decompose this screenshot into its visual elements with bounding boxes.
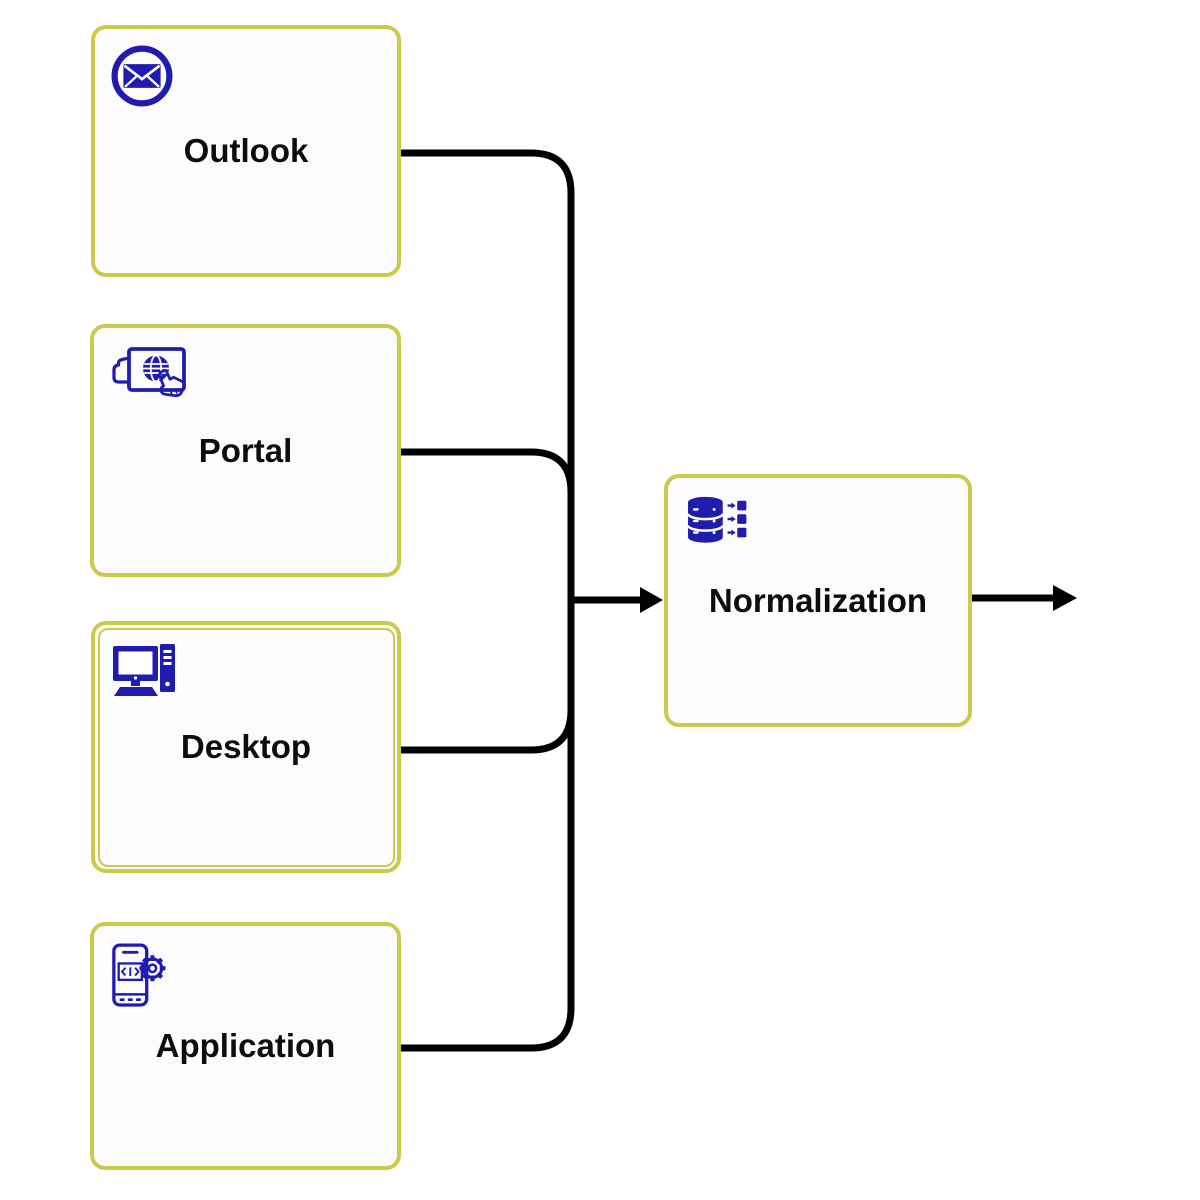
desktop-computer-icon xyxy=(111,641,181,699)
edge-desktop xyxy=(401,709,575,754)
edge-portal xyxy=(401,448,575,493)
node-desktop: Desktop xyxy=(91,621,401,873)
node-label: Normalization xyxy=(708,581,928,619)
node-application: Application xyxy=(90,922,401,1170)
arrowhead-output xyxy=(1053,585,1077,611)
node-portal: Portal xyxy=(90,324,401,577)
node-outlook: Outlook xyxy=(91,25,401,277)
node-label: Portal xyxy=(198,431,293,469)
database-transform-icon xyxy=(684,494,748,548)
mobile-app-gear-icon xyxy=(110,942,166,1010)
node-normalization: Normalization xyxy=(664,474,972,727)
node-label: Desktop xyxy=(180,728,312,765)
arrowhead-into-normalization xyxy=(640,587,663,613)
envelope-icon xyxy=(111,45,173,107)
node-label: Outlook xyxy=(183,132,309,169)
edge-outlook-trunk-application xyxy=(401,149,575,1052)
web-touch-screen-icon xyxy=(110,344,190,410)
node-label: Application xyxy=(155,1027,336,1064)
